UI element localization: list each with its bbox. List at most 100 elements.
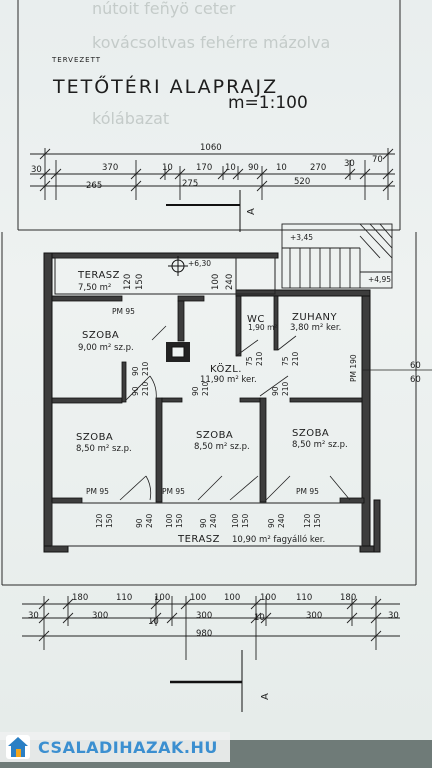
dim-bottom-8: 180 — [340, 593, 356, 603]
dim-90b: 90 — [131, 386, 140, 396]
dim-75b: 75 — [281, 356, 290, 366]
room-szoba4-area: 8,50 m² sz.p. — [292, 440, 348, 450]
room-szoba3-area: 8,50 m² sz.p. — [194, 442, 250, 452]
bottom-dimension-lines — [22, 596, 400, 660]
room-kozl-area: 11,90 m² ker. — [200, 375, 257, 385]
pm95-1: PM 95 — [112, 307, 135, 316]
dim-top-7: 10 — [276, 163, 287, 173]
room-szoba3-name: SZOBA — [196, 430, 233, 441]
level-stair: +3,45 — [290, 233, 313, 242]
section-line-top — [166, 190, 241, 232]
window-60a: 60 — [410, 361, 421, 371]
svg-text:120: 120 — [303, 513, 312, 528]
svg-text:150: 150 — [313, 513, 322, 528]
dim-top-8: 270 — [310, 163, 326, 173]
dim-210b: 210 — [141, 381, 150, 396]
dim-bottom-sub-4: 300 — [196, 611, 212, 621]
room-terrace-top-area: 7,50 m² — [78, 283, 111, 293]
svg-text:90: 90 — [267, 518, 276, 528]
dim-150a: 150 — [135, 274, 145, 290]
dim-bottom-sub-5: 10 — [254, 613, 265, 623]
plan-title: TETŐTÉRI ALAPRAJZ — [52, 74, 278, 98]
dim-bottom-6: 100 — [260, 593, 276, 603]
terrace-bottom — [51, 502, 363, 547]
room-kozl-name: KÖZL. — [210, 362, 242, 375]
dim-210a: 210 — [141, 361, 150, 376]
interior-walls — [51, 295, 365, 504]
terrace-top — [54, 257, 276, 296]
svg-text:100: 100 — [231, 513, 240, 528]
dim-90a: 90 — [131, 366, 140, 376]
dim-top-4: 170 — [196, 163, 212, 173]
level-stair-down: +4,95 — [368, 275, 391, 284]
room-wc-name: WC — [247, 314, 265, 325]
dim-top-6: 90 — [248, 163, 259, 173]
section-label-top: A — [246, 208, 257, 215]
dim-bottom-sub-7: 30 — [388, 611, 399, 621]
section-line-bottom — [170, 650, 243, 712]
dim-bottom-sub-1: 30 — [28, 611, 39, 621]
top-dimension-lines — [30, 148, 395, 200]
room-szoba4-name: SZOBA — [292, 428, 329, 439]
ghost-text-3: kólábazat — [92, 109, 169, 128]
svg-text:90: 90 — [135, 518, 144, 528]
paper-sheet — [0, 0, 432, 740]
svg-text:240: 240 — [277, 513, 286, 528]
dim-top-2: 370 — [102, 163, 118, 173]
dim-top-9: 30 — [344, 159, 355, 169]
window-60b: 60 — [410, 375, 421, 385]
chimney — [166, 342, 190, 362]
pm95-3: PM 95 — [162, 487, 185, 496]
house-logo-icon — [6, 735, 30, 759]
watermark-bar: CSALADIHAZAK.HU — [0, 732, 230, 762]
dim-bottom-sub-6: 300 — [306, 611, 322, 621]
dim-top-10: 70 — [372, 155, 383, 165]
svg-text:100: 100 — [165, 513, 174, 528]
dim-top-1: 30 — [31, 165, 42, 175]
svg-text:240: 240 — [145, 513, 154, 528]
pm95-4: PM 95 — [296, 487, 319, 496]
sheet-frame — [1, 0, 417, 586]
dim-bottom-5: 100 — [224, 593, 240, 603]
room-wc-area: 1,90 m² — [248, 323, 277, 332]
room-zuhany-name: ZUHANY — [292, 312, 338, 323]
dim-bottom-7: 110 — [296, 593, 312, 603]
room-szoba2-name: SZOBA — [76, 432, 113, 443]
dim-top-3: 10 — [162, 163, 173, 173]
dim-90d: 90 — [271, 386, 280, 396]
staircase — [281, 223, 393, 289]
ghost-text-2: kovácsoltvas fehérre mázolva — [92, 33, 330, 52]
dim-75a: 75 — [245, 356, 254, 366]
section-label-bottom: A — [260, 693, 271, 700]
dim-bottom-2: 110 — [116, 593, 132, 603]
dim-bottom-4: 100 — [190, 593, 206, 603]
room-zuhany-area: 3,80 m² ker. — [290, 323, 341, 333]
room-szoba2-area: 8,50 m² sz.p. — [76, 444, 132, 454]
dim-top-total: 1060 — [200, 143, 222, 153]
dim-bottom-sub-2: 300 — [92, 611, 108, 621]
dim-240a: 240 — [225, 274, 235, 290]
dim-top-sub-1: 265 — [86, 181, 102, 191]
level-marker — [168, 256, 188, 276]
dim-top-sub-3: 520 — [294, 177, 310, 187]
room-szoba1-area: 9,00 m² sz.p. — [78, 343, 134, 353]
ghost-text-1: nútoit feñyö ceter — [92, 0, 236, 18]
dim-top-sub-2: 275 — [182, 179, 198, 189]
plan-scale: m=1:100 — [228, 93, 308, 113]
svg-text:240: 240 — [209, 513, 218, 528]
dim-210e: 210 — [291, 351, 300, 366]
dim-120a: 120 — [123, 274, 133, 290]
window-dims-bottom: 120 150 90 240 100 150 90 240 100 150 90… — [95, 513, 322, 528]
status-label: TERVEZETT — [51, 56, 101, 64]
dim-bottom-sub-3: 10 — [148, 617, 159, 627]
svg-text:150: 150 — [105, 513, 114, 528]
svg-text:150: 150 — [241, 513, 250, 528]
room-terrace-bottom-area: 10,90 m² fagyálló ker. — [232, 534, 325, 545]
dim-210f: 210 — [281, 381, 290, 396]
dim-210c: 210 — [201, 381, 210, 396]
dim-100a: 100 — [211, 274, 221, 290]
floor-plan-drawing: nútoit feñyö ceter kovácsoltvas fehérre … — [1, 0, 432, 712]
level-top: +6,30 — [188, 259, 211, 268]
pm95-2: PM 95 — [86, 487, 109, 496]
